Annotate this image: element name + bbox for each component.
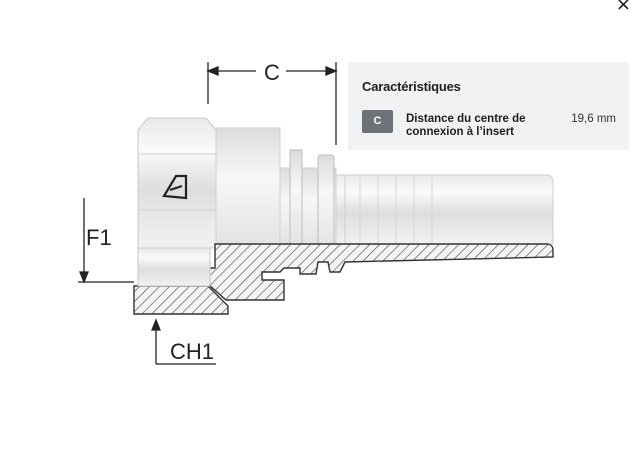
dimension-f1-label: F1: [86, 225, 112, 250]
dimension-ch1: [151, 318, 216, 365]
dimension-c-label: C: [264, 60, 280, 85]
close-icon[interactable]: ×: [615, 0, 631, 15]
characteristic-value: 19,6 mm: [571, 113, 616, 125]
panel-title: Caractéristiques: [362, 79, 461, 94]
cross-section: [133, 243, 554, 315]
characteristics-panel: Caractéristiques C Distance du centre de…: [348, 62, 629, 150]
hex-nut: [137, 117, 281, 249]
dimension-c-label-bg: [256, 59, 286, 83]
hose-tail: [329, 174, 554, 245]
dimension-f1: [78, 198, 134, 284]
characteristic-code-badge: C: [362, 110, 393, 133]
dimension-ch1-label: CH1: [170, 339, 214, 364]
brand-logo-icon: [162, 174, 188, 200]
collar: [275, 149, 337, 251]
characteristic-label: Distance du centre de connexion à l’inse…: [406, 113, 526, 138]
